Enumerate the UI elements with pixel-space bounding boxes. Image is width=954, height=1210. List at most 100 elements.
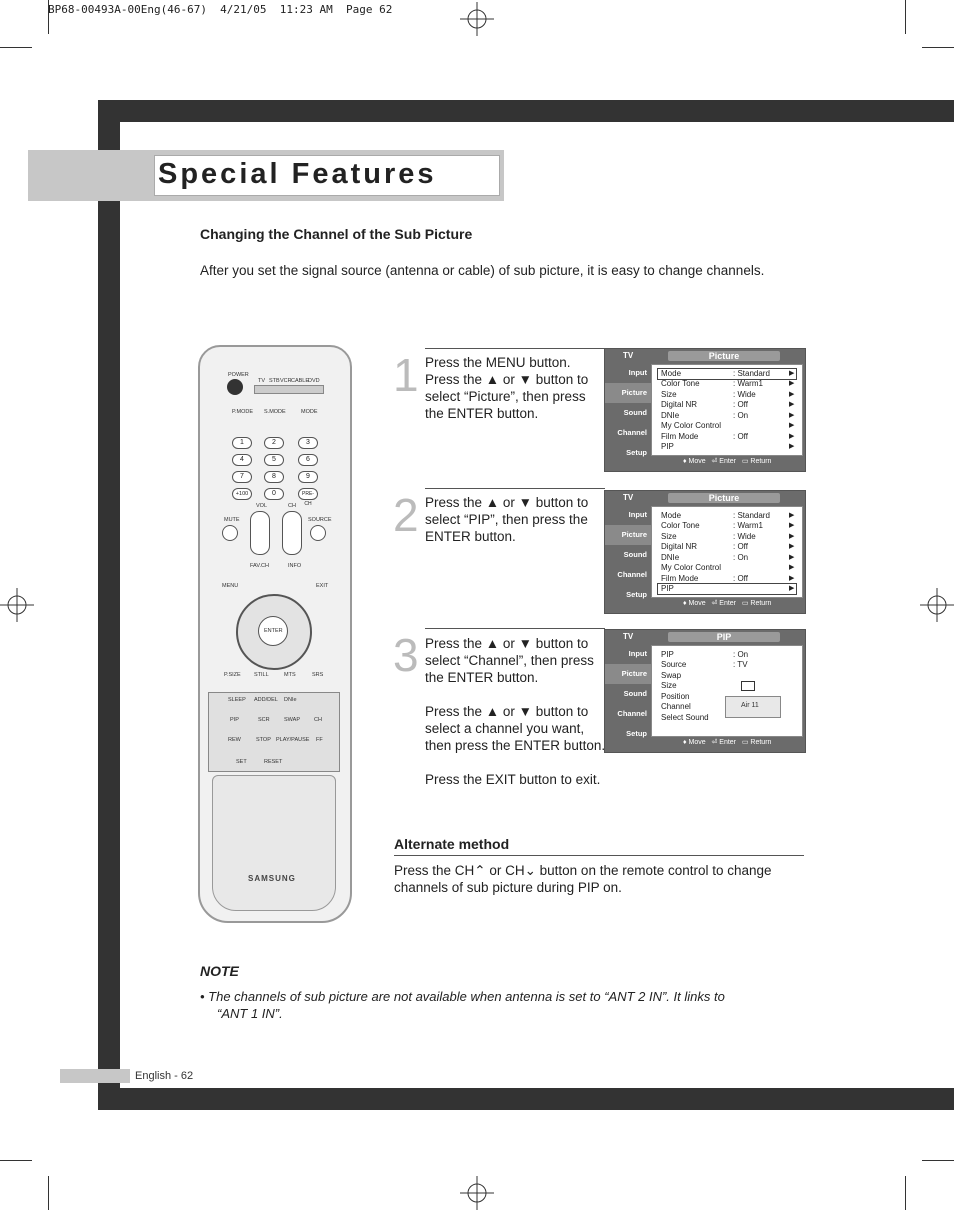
step-2-text: Press the ▲ or ▼ button to select “PIP”,… [425,495,589,544]
frame-top [98,100,954,122]
osd-sidebar: Input Picture Sound Channel Setup [605,644,651,744]
arrow-right-icon: ▶ [789,522,795,529]
adddel-label: ADD/DEL [254,697,278,703]
step-number: 3 [393,629,419,681]
remote-brand: SAMSUNG [248,874,296,883]
frame-left [98,100,120,1110]
sleep-label: SLEEP [228,697,246,703]
alternate-text: Press the CH⌃ or CH⌄ button on the remot… [394,863,772,895]
print-header: BP68-00493A-00Eng(46-67) 4/21/05 11:23 A… [48,3,393,16]
mode-label: MODE [301,409,318,415]
digit-0: 0 [264,488,284,500]
menu-label: MENU [222,583,239,589]
arrow-right-icon: ▶ [789,422,795,429]
step-divider [425,488,605,489]
arrow-right-icon: ▶ [789,575,795,582]
digit-9: 9 [298,471,318,483]
section-intro: After you set the signal source (antenna… [200,263,765,278]
arrow-right-icon: ▶ [789,433,795,440]
section-heading: Changing the Channel of the Sub Picture [200,226,473,242]
mode-vcr-label: VCR [280,378,292,384]
pip-ch-label: CH [314,717,322,723]
ch-label: CH [288,503,296,509]
crop-mark [0,47,32,48]
digit-4: 4 [232,454,252,466]
arrow-right-icon: ▶ [789,412,795,419]
digit-7: 7 [232,471,252,483]
scr-label: SCR [258,717,270,723]
digit-5: 5 [264,454,284,466]
arrow-right-icon: ▶ [789,533,795,540]
ff-label: FF [316,737,323,743]
smode-label: S.MODE [264,409,286,415]
arrow-right-icon: ▶ [789,391,795,398]
crop-mark [905,0,906,34]
pmode-label: P.MODE [232,409,253,415]
note-heading: NOTE [200,963,239,979]
still-label: STILL [254,672,269,678]
digit-2: 2 [264,437,284,449]
arrow-right-icon: ▶ [789,585,795,592]
title-box [154,155,500,196]
pip-label: PIP [230,717,239,723]
registration-mark [460,2,494,36]
digit-3: 3 [298,437,318,449]
alternate-heading: Alternate method [394,836,510,852]
mode-stb-label: STB [269,378,280,384]
source-label: SOURCE [308,517,332,523]
stop-label: STOP [256,737,271,743]
enter-label: ENTER [264,628,283,634]
mute-button [222,525,238,541]
remote-control: POWER TV STB VCR CABLE DVD P.MODE S.MODE… [198,345,352,923]
registration-mark [0,588,34,622]
mts-label: MTS [284,672,296,678]
osd-panel [651,645,803,737]
crop-mark [0,1160,32,1161]
step-divider [425,348,605,349]
mode-cable-label: CABLE [291,378,310,384]
pre-ch-button: PRE-CH [298,488,318,507]
osd-panel [651,506,803,598]
digit-100: +100 [232,488,252,500]
mute-label: MUTE [224,517,240,523]
osd-highlight [657,368,797,380]
mode-selector [254,385,324,394]
crop-mark [922,1160,954,1161]
vol-label: VOL [256,503,268,509]
osd-screen: TV Picture Input Picture Sound Channel S… [604,348,806,472]
exit-label: EXIT [316,583,329,589]
mode-dvd-label: DVD [308,378,320,384]
osd-screen: TV PIP Input Picture Sound Channel Setup… [604,629,806,753]
arrow-right-icon: ▶ [789,543,795,550]
channel-popup [725,696,781,718]
osd-highlight [657,583,797,595]
power-label: POWER [228,372,249,378]
step-3-text: Press the ▲ or ▼ button to select “Chann… [425,636,606,787]
footer-band [60,1069,130,1083]
rew-label: REW [228,737,241,743]
arrow-right-icon: ▶ [789,370,795,377]
battery-cover [212,775,336,911]
pip-panel [208,692,340,772]
arrow-right-icon: ▶ [789,401,795,408]
registration-mark [460,1176,494,1210]
osd-sidebar: Input Picture Sound Channel Setup [605,363,651,463]
source-button [310,525,326,541]
note-bullet: • The channels of sub picture are not av… [200,989,725,1021]
arrow-right-icon: ▶ [789,512,795,519]
info-label: INFO [288,563,302,569]
digit-8: 8 [264,471,284,483]
channel-popup-value: Air 11 [741,702,759,709]
crop-mark [48,0,49,34]
page-number: English - 62 [135,1070,194,1082]
srs-label: SRS [312,672,324,678]
swap-label: SWAP [284,717,300,723]
size-icon [741,681,755,691]
step-1-text: Press the MENU button. Press the ▲ or ▼ … [425,355,589,421]
psize-label: P.SIZE [224,672,241,678]
step-number: 2 [393,489,419,541]
step-number: 1 [393,349,419,401]
page-title: Special Features [158,158,437,190]
ch-rocker [282,511,302,555]
vol-rocker [250,511,270,555]
